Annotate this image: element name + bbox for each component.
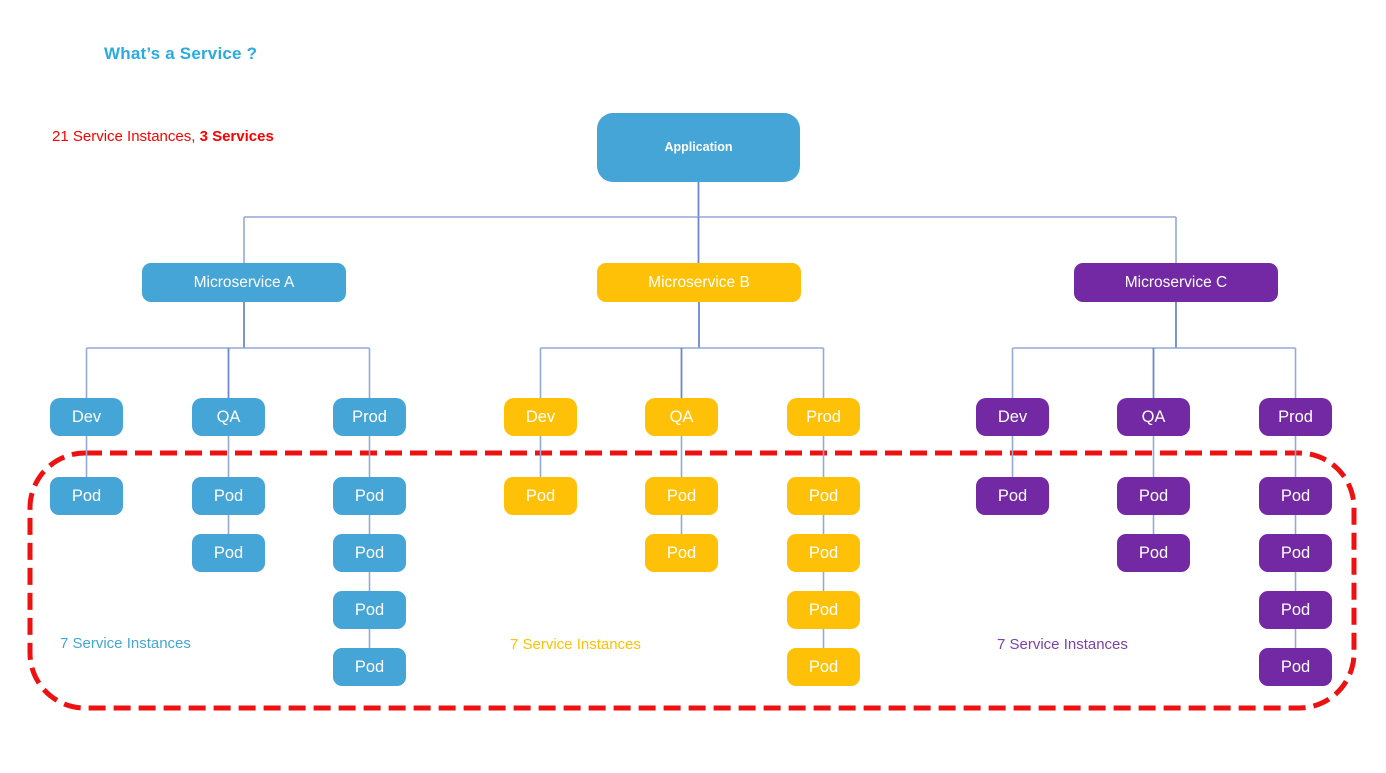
node-c-prod-pod-1: Pod: [1259, 477, 1332, 515]
node-b-dev: Dev: [504, 398, 577, 436]
node-c-prod-pod-2: Pod: [1259, 534, 1332, 572]
node-a-prod: Prod: [333, 398, 406, 436]
node-a-prod-pod-1: Pod: [333, 477, 406, 515]
node-b-qa-pod-2: Pod: [645, 534, 718, 572]
summary-text: 21 Service Instances, 3 Services: [52, 128, 274, 145]
node-b-prod-pod-4: Pod: [787, 648, 860, 686]
node-c-prod-pod-3: Pod: [1259, 591, 1332, 629]
node-c-dev-pod-1: Pod: [976, 477, 1049, 515]
node-b-prod-pod-2: Pod: [787, 534, 860, 572]
node-a-prod-pod-4: Pod: [333, 648, 406, 686]
node-b-qa-pod-1: Pod: [645, 477, 718, 515]
instances-label-a: 7 Service Instances: [60, 635, 191, 652]
node-a-qa: QA: [192, 398, 265, 436]
node-microservice-a: Microservice A: [142, 263, 346, 302]
node-a-prod-pod-2: Pod: [333, 534, 406, 572]
node-c-qa-pod-1: Pod: [1117, 477, 1190, 515]
node-c-qa: QA: [1117, 398, 1190, 436]
node-b-prod-pod-1: Pod: [787, 477, 860, 515]
instances-label-c: 7 Service Instances: [997, 636, 1128, 653]
node-c-dev: Dev: [976, 398, 1049, 436]
node-b-qa: QA: [645, 398, 718, 436]
node-application: Application: [597, 113, 800, 182]
instances-label-b: 7 Service Instances: [510, 636, 641, 653]
summary-instances-count: 21 Service Instances,: [52, 128, 200, 145]
pods-highlight-dashed-outline: [27, 450, 1357, 711]
node-b-prod-pod-3: Pod: [787, 591, 860, 629]
node-a-qa-pod-2: Pod: [192, 534, 265, 572]
node-microservice-b: Microservice B: [597, 263, 801, 302]
node-b-dev-pod-1: Pod: [504, 477, 577, 515]
node-c-prod-pod-4: Pod: [1259, 648, 1332, 686]
node-microservice-c: Microservice C: [1074, 263, 1278, 302]
summary-services-count: 3 Services: [199, 128, 274, 145]
node-c-qa-pod-2: Pod: [1117, 534, 1190, 572]
node-a-qa-pod-1: Pod: [192, 477, 265, 515]
node-a-prod-pod-3: Pod: [333, 591, 406, 629]
node-a-dev: Dev: [50, 398, 123, 436]
node-a-dev-pod-1: Pod: [50, 477, 123, 515]
node-b-prod: Prod: [787, 398, 860, 436]
node-c-prod: Prod: [1259, 398, 1332, 436]
page-title: What’s a Service ?: [104, 44, 258, 63]
